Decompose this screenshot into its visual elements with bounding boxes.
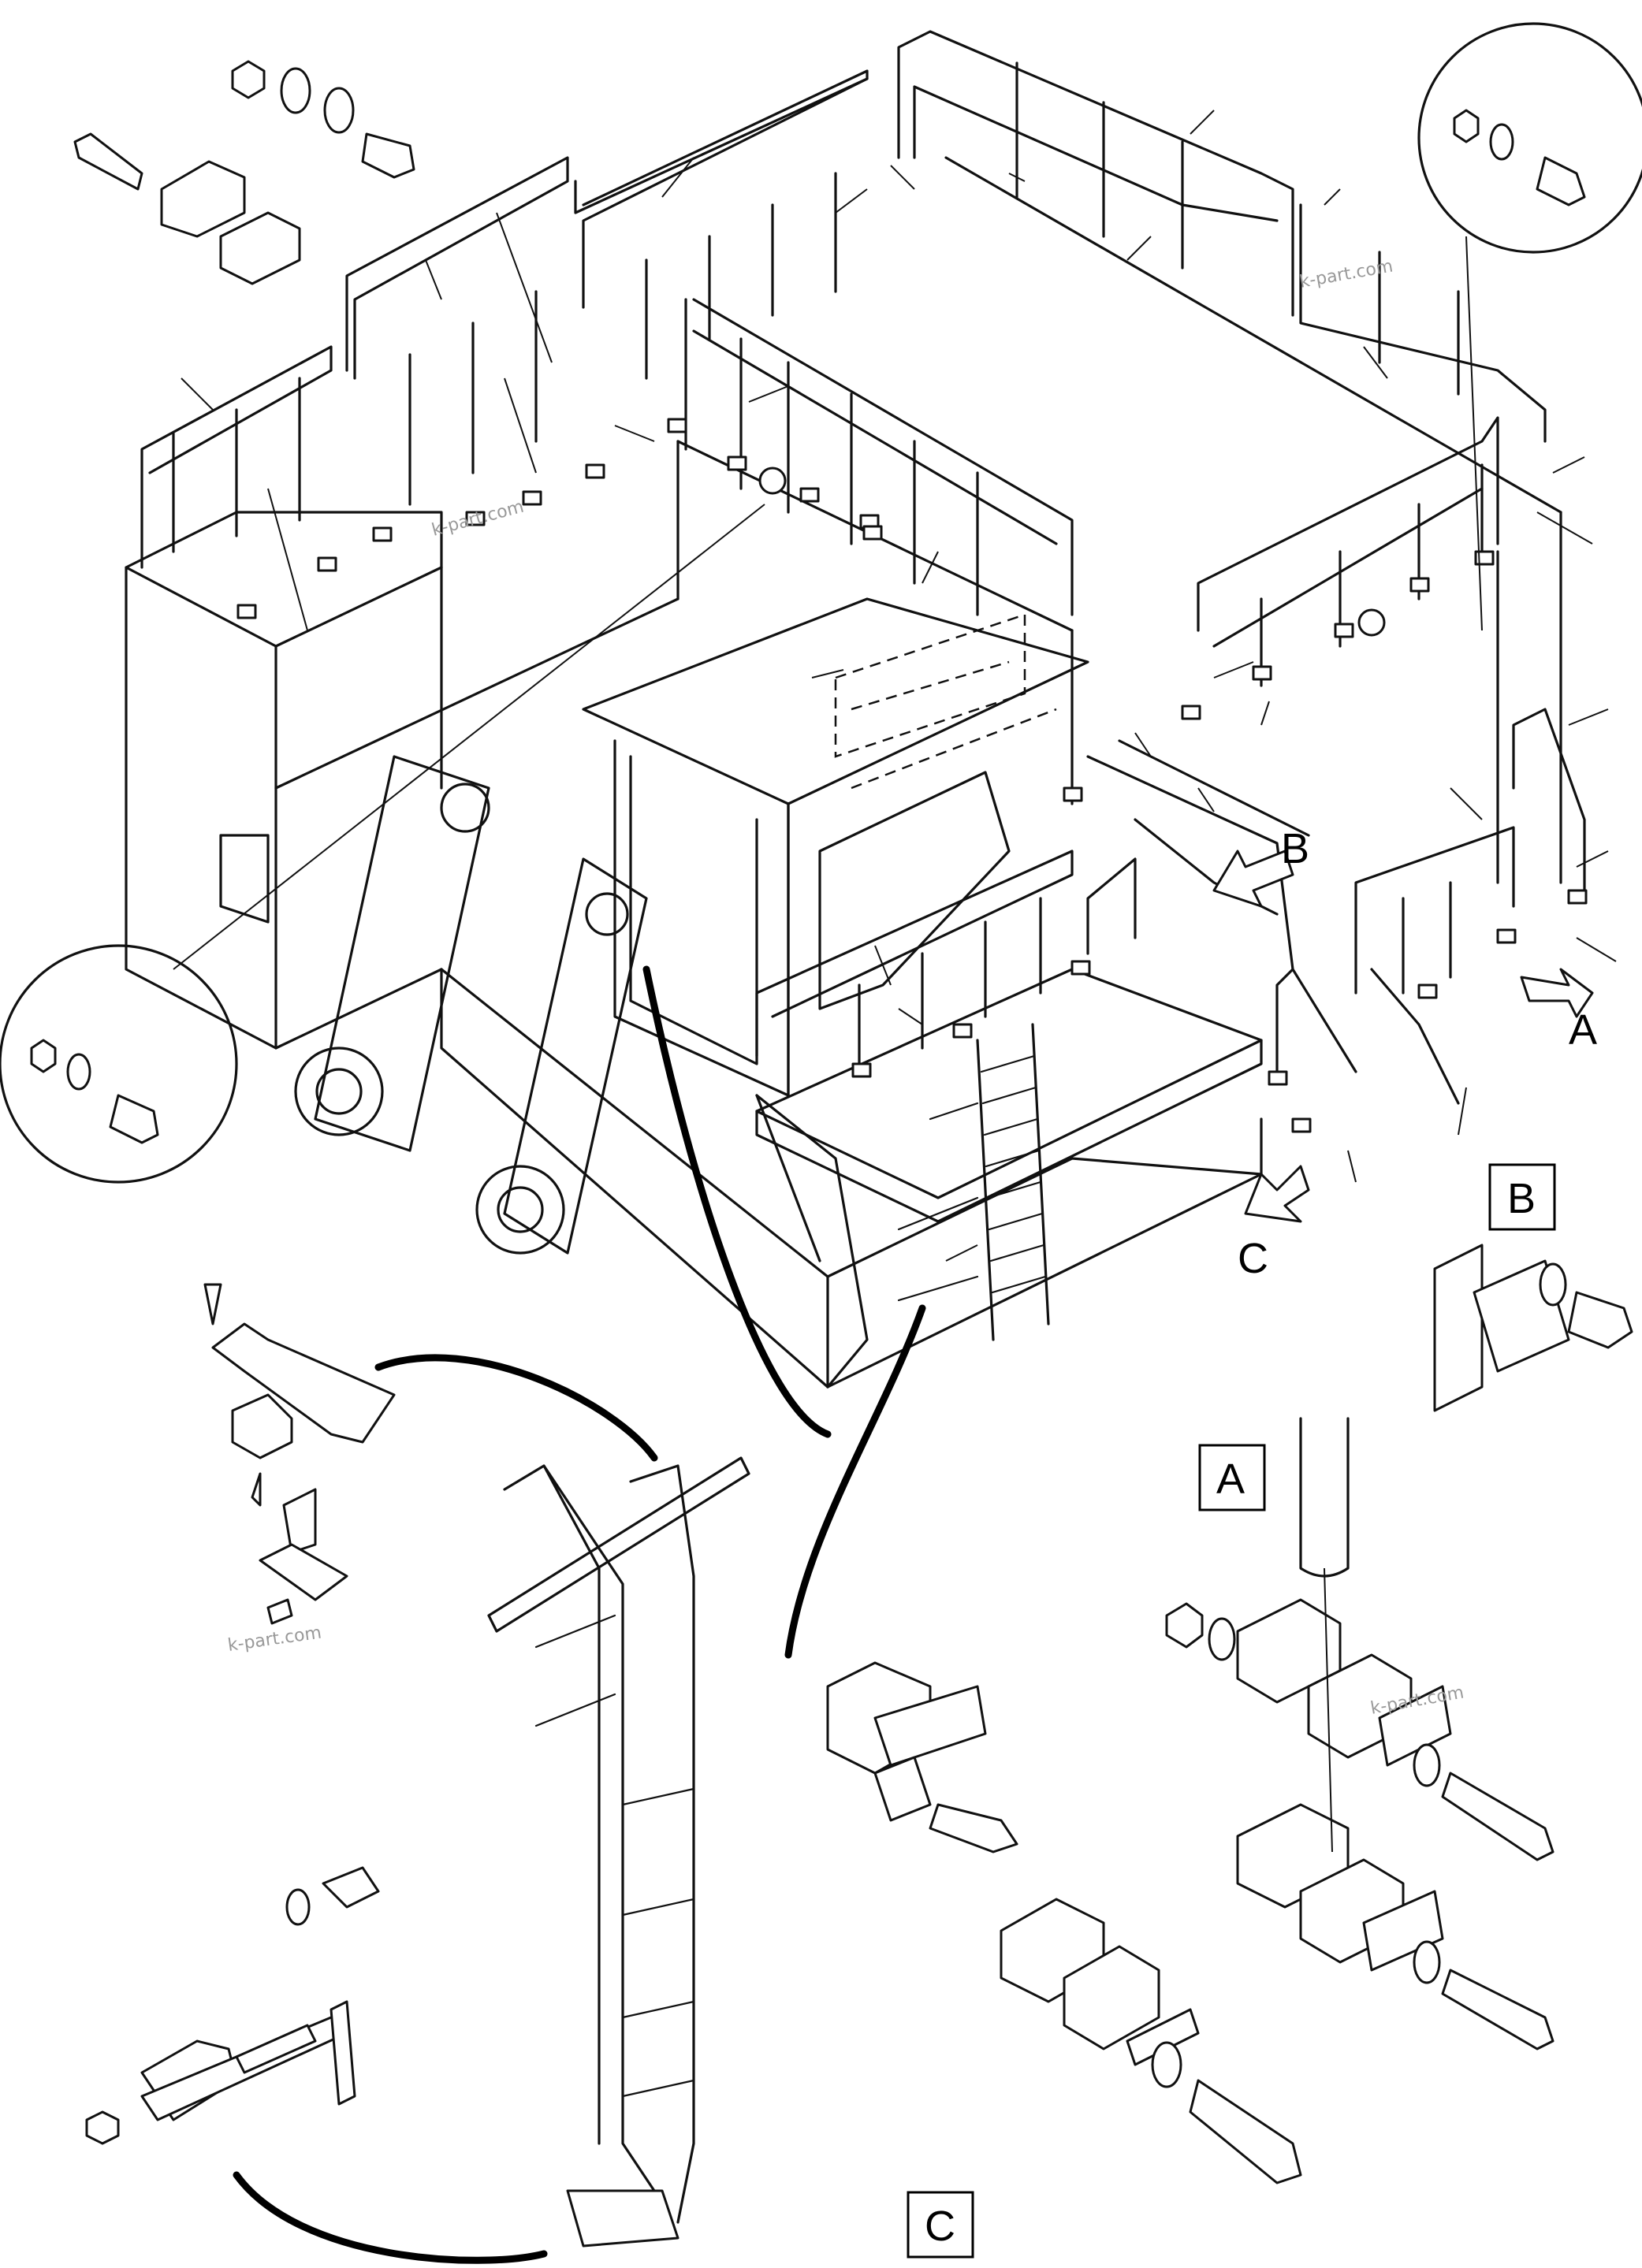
view-label-c: C <box>925 2203 955 2250</box>
view-arrows <box>1212 850 1594 1223</box>
rail-mounts <box>236 418 1588 1133</box>
bracket-detail <box>85 1866 380 2145</box>
detail-circle-top-right <box>1417 22 1642 631</box>
callout-letter-b: B <box>1281 825 1309 872</box>
detail-circle-left <box>0 504 765 1184</box>
watermark: k-part.com <box>430 497 526 541</box>
ladder-detail <box>233 965 926 2264</box>
leader-lines <box>181 110 1617 1262</box>
watermark: k-part.com <box>226 1623 322 1656</box>
callout-letter-c: C <box>1238 1235 1268 1282</box>
cab <box>582 597 1089 1389</box>
view-label-b: B <box>1507 1175 1536 1222</box>
top-left-hardware <box>73 60 415 285</box>
rail-clip-detail <box>203 1283 396 1625</box>
lower-step <box>755 968 1263 1223</box>
view-label-a: A <box>1216 1456 1245 1503</box>
ladder <box>897 1023 1050 1341</box>
handrails <box>140 30 1586 1105</box>
detail-a: A <box>1165 1417 1555 2050</box>
detail-c: C <box>907 1898 1302 2259</box>
spacer-detail <box>826 1661 1018 1853</box>
callout-letter-a: A <box>1569 1006 1597 1054</box>
platform-structure <box>125 156 1562 1389</box>
detail-b: B <box>1433 1163 1633 1412</box>
